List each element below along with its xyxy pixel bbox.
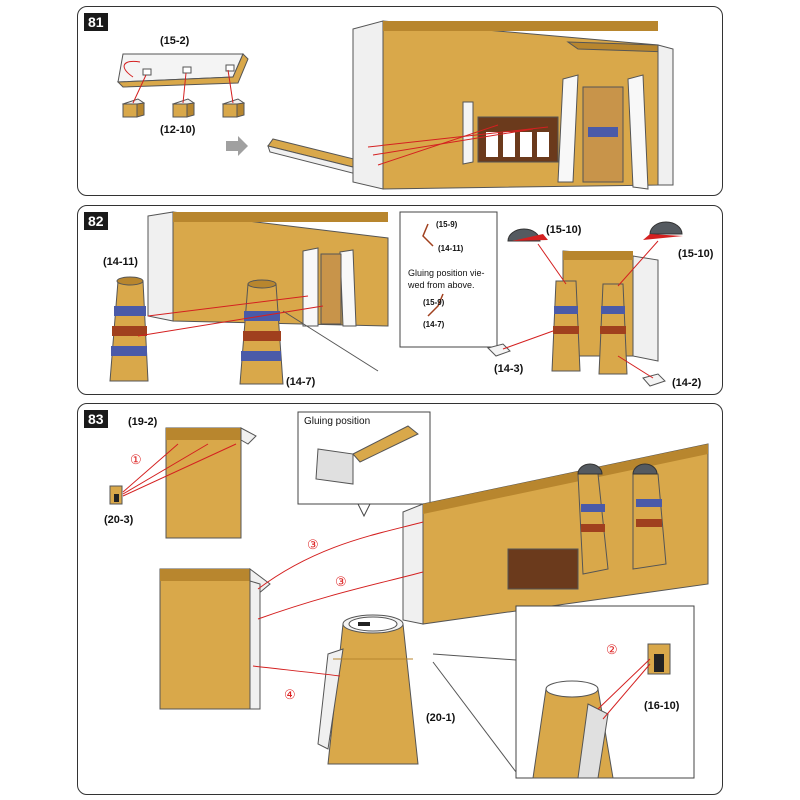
label-15-2: (15-2) bbox=[160, 35, 190, 47]
label-16-10: (16-10) bbox=[644, 700, 680, 712]
label-15-10-left: (15-10) bbox=[546, 224, 582, 236]
gray-arrow bbox=[226, 136, 248, 156]
wall-building bbox=[352, 20, 674, 190]
step-83-badge: 83 bbox=[84, 410, 108, 428]
step-81-badge: 81 bbox=[84, 13, 108, 31]
note-bottom-sub: (14-7) bbox=[423, 320, 445, 329]
label-19-2: (19-2) bbox=[128, 416, 158, 428]
step-mark-1: ① bbox=[130, 452, 142, 467]
tower-14-7 bbox=[239, 279, 379, 385]
label-14-3: (14-3) bbox=[494, 363, 524, 375]
step-mark-4: ④ bbox=[284, 687, 296, 702]
note-text-line2: wed from above. bbox=[408, 280, 475, 290]
detail-tower bbox=[532, 643, 671, 779]
label-14-7: (14-7) bbox=[286, 376, 316, 388]
gate-with-towers bbox=[487, 221, 683, 387]
step-81-illustration bbox=[116, 20, 674, 190]
label-14-11: (14-11) bbox=[103, 256, 138, 268]
note-bottom-label: (15-9) bbox=[423, 298, 445, 307]
step-mark-3a: ③ bbox=[307, 537, 319, 552]
note-top-label: (15-9) bbox=[436, 220, 458, 229]
tower-14-11 bbox=[109, 276, 149, 382]
blocks-12-10 bbox=[121, 69, 246, 118]
note-box bbox=[399, 211, 498, 348]
label-15-10-right: (15-10) bbox=[678, 248, 714, 260]
wall-19-2 bbox=[165, 427, 257, 539]
note-text-line1: Gluing position vie- bbox=[408, 268, 485, 278]
gluing-position-label: Gluing position bbox=[304, 416, 371, 427]
part-15-2 bbox=[116, 53, 249, 88]
main-wall-83 bbox=[402, 443, 709, 625]
step-83-illustration bbox=[109, 411, 709, 779]
label-12-10: (12-10) bbox=[160, 124, 196, 136]
step-82-panel: 82 bbox=[77, 205, 723, 395]
step-82-badge: 82 bbox=[84, 212, 108, 230]
label-20-3: (20-3) bbox=[104, 514, 134, 526]
step-mark-2: ② bbox=[606, 642, 618, 657]
step-82-illustration bbox=[109, 211, 683, 387]
step-81-panel: 81 bbox=[77, 6, 723, 196]
step-mark-3b: ③ bbox=[335, 574, 347, 589]
label-20-1: (20-1) bbox=[426, 712, 456, 724]
label-14-2: (14-2) bbox=[672, 377, 702, 389]
note-top-sub: (14-11) bbox=[438, 244, 464, 253]
tower-20-1 bbox=[317, 614, 419, 765]
wall-82 bbox=[147, 211, 389, 327]
lower-wall-piece bbox=[159, 568, 271, 710]
part-20-3 bbox=[109, 443, 237, 505]
step-83-panel: 83 bbox=[77, 403, 723, 795]
